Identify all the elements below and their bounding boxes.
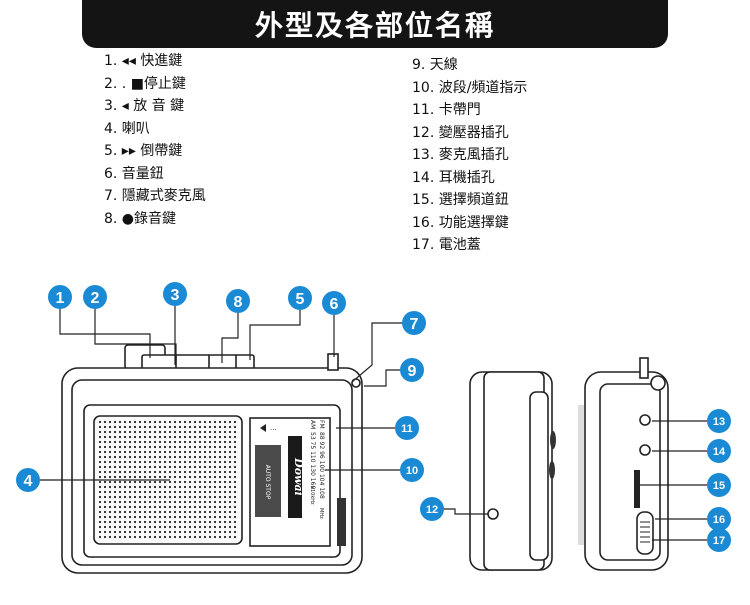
- front-panel: [83, 404, 341, 558]
- callout-5: 5: [288, 286, 312, 310]
- callout-17: 17: [707, 528, 731, 552]
- part-item: 11. 卡帶門: [412, 102, 481, 118]
- part-item: 7. 隱藏式麥克風: [104, 188, 206, 204]
- part-item: 15. 選擇頻道鈕: [412, 192, 509, 208]
- part-item: 5. ▸▸ 倒帶鍵: [104, 143, 183, 159]
- part-item: 10. 波段/頻道指示: [412, 79, 528, 96]
- cassette-reel-window: [255, 445, 281, 517]
- callout-14: 14: [707, 439, 731, 463]
- svg-text:···: ···: [270, 426, 277, 434]
- callout-1: 1: [48, 285, 72, 309]
- brand-label: Dowai: [292, 457, 305, 496]
- svg-text:12: 12: [426, 504, 438, 516]
- svg-text:17: 17: [713, 535, 725, 547]
- callout-9: 9: [400, 358, 424, 382]
- adapter-jack: [487, 508, 499, 520]
- earphone-jack: [639, 444, 651, 456]
- callout-4: 4: [16, 468, 40, 492]
- svg-text:9: 9: [408, 363, 417, 380]
- svg-text:13: 13: [713, 416, 725, 428]
- page-title: 外型及各部位名稱: [254, 9, 495, 42]
- part-item: 9. 天線: [412, 57, 458, 73]
- part-item: 6. 音量鈕: [104, 165, 164, 182]
- parts-list-left: 1. ◂◂ 快進鍵 2. . ■停止鍵 3. ◂ 放 音 鍵 4. 喇叭 5. …: [104, 50, 206, 230]
- title-banner: 外型及各部位名稱: [82, 0, 668, 48]
- svg-text:2: 2: [91, 290, 100, 307]
- device-inner-frame: [71, 379, 353, 566]
- brand-plate: [288, 436, 302, 518]
- svg-text:14: 14: [713, 446, 726, 458]
- fm-scale: 88 92 96 100 104 108: [318, 432, 325, 499]
- svg-text:1: 1: [56, 290, 65, 307]
- callout-10: 10: [400, 458, 424, 482]
- fm-band: FM: [318, 420, 325, 429]
- svg-text:15: 15: [713, 480, 725, 492]
- callout-12: 12: [420, 497, 444, 521]
- part-item: 13. 麥克風插孔: [412, 147, 509, 163]
- am-band: AM: [309, 420, 316, 429]
- svg-text:5: 5: [296, 291, 305, 308]
- callout-3: 3: [163, 282, 187, 306]
- callout-15: 15: [707, 473, 731, 497]
- callout-markers: 1 2 3 8 5 6 7 9 11 10 4 12 13 14 15 16 1…: [16, 282, 731, 552]
- part-item: 12. 變壓器插孔: [412, 124, 509, 141]
- part-item: 4. 喇叭: [104, 120, 150, 137]
- front-view: ··· Dowai AUTO STOP AM 53 75 110 130 160…: [61, 344, 363, 574]
- svg-text:11: 11: [401, 423, 413, 435]
- svg-text:6: 6: [330, 296, 339, 313]
- callout-7: 7: [402, 311, 426, 335]
- callout-6: 6: [322, 291, 346, 315]
- am-unit: x10kHz: [309, 486, 315, 505]
- right-side-view: [578, 357, 669, 571]
- fm-unit: MHz: [318, 508, 324, 519]
- part-item: 2. . ■停止鍵: [104, 75, 186, 92]
- part-item: 1. ◂◂ 快進鍵: [104, 53, 183, 69]
- callout-2: 2: [83, 285, 107, 309]
- callout-13: 13: [707, 409, 731, 433]
- callout-8: 8: [226, 289, 250, 313]
- svg-text:7: 7: [410, 316, 419, 333]
- tuning-knob: [634, 470, 640, 508]
- part-item: 16. 功能選擇鍵: [412, 214, 509, 231]
- callout-11: 11: [395, 416, 419, 440]
- left-side-view: [469, 371, 556, 571]
- mic-jack: [639, 414, 651, 426]
- function-switch: [636, 511, 654, 555]
- svg-text:10: 10: [406, 465, 418, 477]
- part-item: 3. ◂ 放 音 鍵: [104, 98, 185, 114]
- leader-lines: [40, 306, 707, 541]
- svg-text:16: 16: [713, 514, 725, 526]
- callout-16: 16: [707, 507, 731, 531]
- part-item: 17. 電池蓋: [412, 237, 481, 253]
- auto-stop-label: AUTO STOP: [264, 465, 271, 500]
- part-item: 8. ●錄音鍵: [104, 210, 177, 227]
- svg-text:4: 4: [24, 473, 33, 490]
- parts-list-right: 9. 天線 10. 波段/頻道指示 11. 卡帶門 12. 變壓器插孔 13. …: [412, 54, 527, 257]
- am-scale: 53 75 110 130 160: [309, 432, 316, 489]
- svg-text:8: 8: [234, 294, 243, 311]
- svg-text:3: 3: [171, 287, 180, 304]
- part-item: 14. 耳機插孔: [412, 169, 495, 186]
